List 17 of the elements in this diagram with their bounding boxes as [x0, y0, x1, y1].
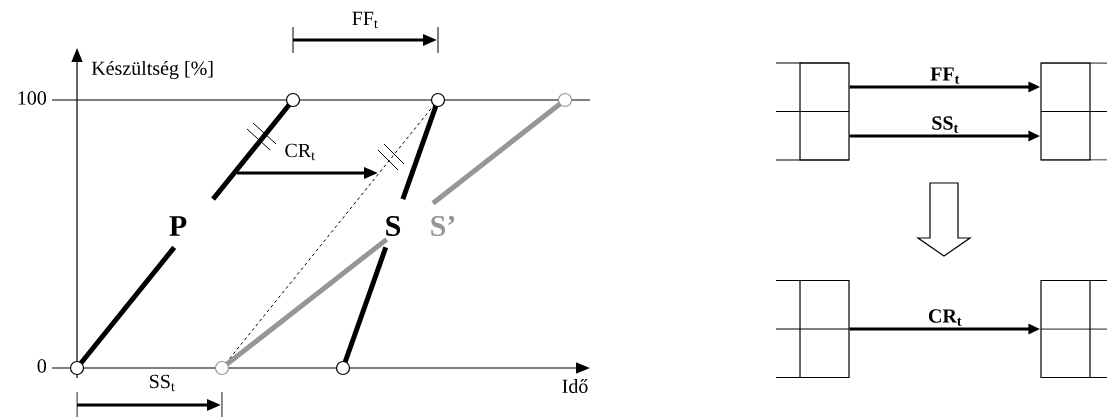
- line-label: S: [386, 215, 401, 237]
- line-label: P: [169, 216, 187, 236]
- activity-box: [775, 279, 850, 379]
- dimension-label: FF$_{t}$: [352, 11, 378, 29]
- tick-label: 100: [18, 91, 47, 105]
- line-label: S’: [431, 215, 455, 237]
- activity-box: [775, 62, 850, 161]
- tick-label: 0: [37, 359, 47, 373]
- dimension-label: SS$_{t}$: [150, 374, 175, 392]
- edge-label: SS$_{t}$: [932, 116, 959, 133]
- dimension-label: CR$_{t}$: [285, 143, 315, 161]
- edge-label: CR$_{t}$: [928, 309, 962, 326]
- activity-box: [1040, 279, 1107, 379]
- axis-title: Idő: [562, 378, 588, 394]
- edge-label: FF$_{t}$: [930, 67, 960, 84]
- activity-box: [1040, 62, 1107, 161]
- axis-title: Készültség [%]: [91, 60, 213, 80]
